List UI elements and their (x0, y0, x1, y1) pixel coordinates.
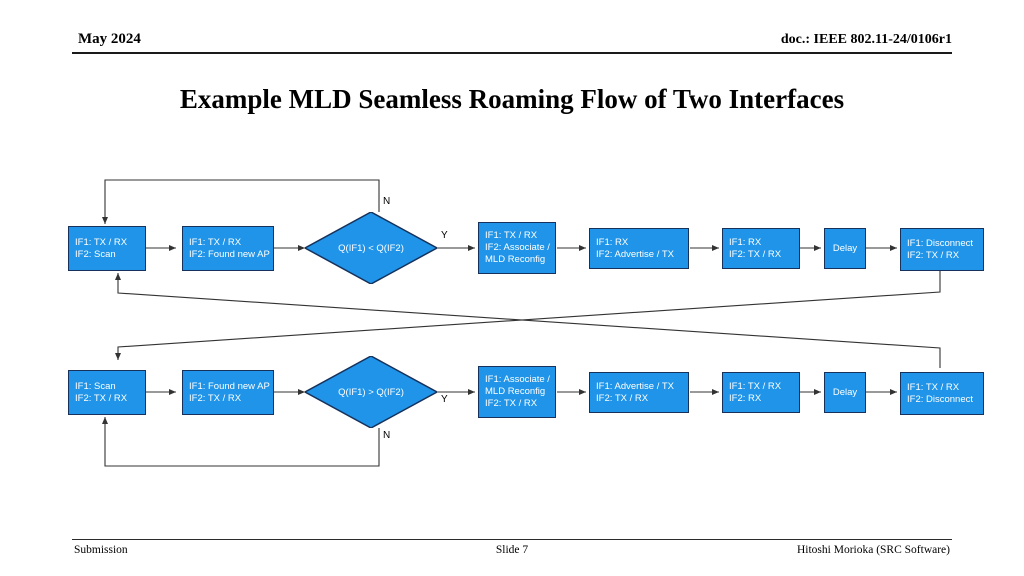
node-line: IF1: TX / RX (485, 230, 538, 241)
node-line: IF1: Advertise / TX (596, 380, 674, 392)
footer-submission: Submission (74, 544, 128, 556)
node-line: MLD Reconfig (485, 254, 546, 265)
edge-label-r1-yes: Y (441, 230, 448, 241)
decision-r2d[interactable]: Q(IF1) > Q(IF2) (305, 356, 437, 428)
node-line: IF2: Advertise / TX (596, 248, 674, 260)
node-line: IF2: TX / RX (189, 392, 242, 404)
node-r1n1[interactable]: IF1: TX / RX IF2: Scan (68, 226, 146, 271)
node-line: MLD Reconfig (485, 386, 546, 397)
decision-r1d[interactable]: Q(IF1) < Q(IF2) (305, 212, 437, 284)
node-line: IF2: Scan (75, 248, 116, 260)
node-line: IF2: TX / RX (596, 392, 649, 404)
node-r1n2[interactable]: IF1: TX / RX IF2: Found new AP (182, 226, 274, 271)
node-r1n6[interactable]: Delay (824, 228, 866, 269)
node-line: IF1: RX (729, 236, 762, 248)
node-r2n2[interactable]: IF1: Found new AP IF2: TX / RX (182, 370, 274, 415)
node-line: IF2: RX (729, 392, 762, 404)
node-line: IF2: Disconnect (907, 393, 973, 405)
node-line: IF1: TX / RX (729, 380, 782, 392)
node-line: IF1: Associate / (485, 374, 550, 385)
node-line: IF1: TX / RX (75, 236, 128, 248)
node-line: IF1: RX (596, 236, 629, 248)
page-title: Example MLD Seamless Roaming Flow of Two… (179, 84, 845, 114)
node-line: IF2: Found new AP (189, 248, 270, 260)
node-r2n1[interactable]: IF1: Scan IF2: TX / RX (68, 370, 146, 415)
node-line: IF1: TX / RX (189, 236, 242, 248)
node-line: IF2: TX / RX (907, 249, 960, 261)
edge-label-r2-yes: Y (441, 394, 448, 405)
footer-slide-number: Slide 7 (495, 544, 529, 556)
node-line: IF1: Scan (75, 380, 116, 392)
node-r2n5[interactable]: IF1: TX / RX IF2: RX (722, 372, 800, 413)
node-r1n7[interactable]: IF1: Disconnect IF2: TX / RX (900, 228, 984, 271)
node-r2n4[interactable]: IF1: Advertise / TX IF2: TX / RX (589, 372, 689, 413)
node-r2n3[interactable]: IF1: Associate / MLD Reconfig IF2: TX / … (478, 366, 556, 418)
node-r1n3[interactable]: IF1: TX / RX IF2: Associate / MLD Reconf… (478, 222, 556, 274)
node-r1n4[interactable]: IF1: RX IF2: Advertise / TX (589, 228, 689, 269)
node-line: IF1: Disconnect (907, 237, 973, 249)
node-line: Delay (832, 242, 858, 254)
header-divider (72, 52, 952, 54)
edge-label-r2-no: N (383, 430, 391, 441)
node-r2n6[interactable]: Delay (824, 372, 866, 413)
node-line: IF2: TX / RX (729, 248, 782, 260)
node-line: IF2: TX / RX (75, 392, 128, 404)
node-line: Delay (832, 386, 858, 398)
footer-divider (72, 539, 952, 540)
header-date: May 2024 (78, 31, 141, 47)
edge-label-r1-no: N (383, 196, 391, 207)
node-r1n5[interactable]: IF1: RX IF2: TX / RX (722, 228, 800, 269)
node-line: IF1: Found new AP (189, 380, 270, 392)
node-line: IF1: TX / RX (907, 381, 960, 393)
footer-author: Hitoshi Morioka (SRC Software) (796, 544, 950, 556)
header-document-id: doc.: IEEE 802.11-24/0106r1 (780, 32, 952, 47)
node-line: IF2: TX / RX (485, 398, 538, 409)
node-r2n7[interactable]: IF1: TX / RX IF2: Disconnect (900, 372, 984, 415)
node-line: IF2: Associate / (485, 242, 550, 253)
